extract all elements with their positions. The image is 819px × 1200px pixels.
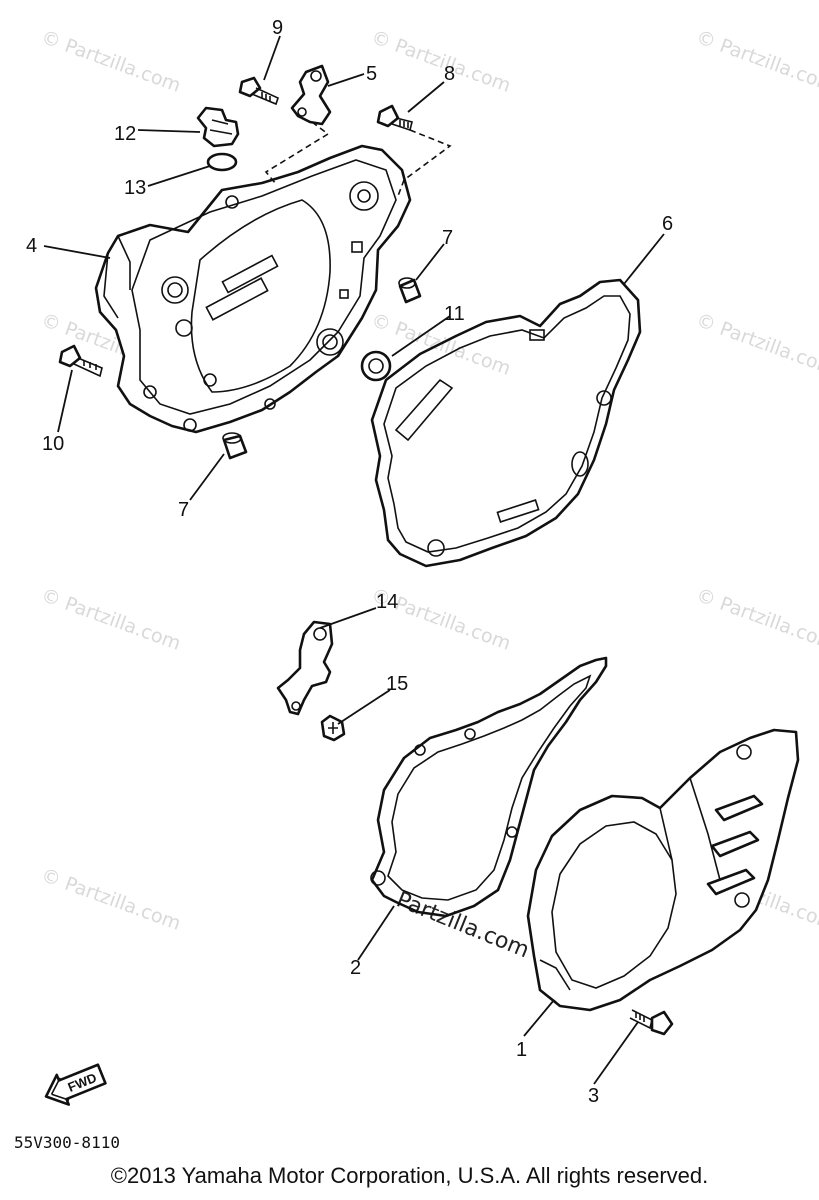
watermark: © Partzilla.com: [368, 26, 513, 97]
callout-11: 11: [444, 303, 465, 325]
part-bolt-3[interactable]: [629, 1009, 674, 1036]
watermark: © Partzilla.com: [38, 864, 183, 935]
alignment-line: [397, 129, 452, 197]
callout-8: 8: [444, 63, 455, 85]
part-bolt-10[interactable]: [58, 344, 103, 378]
part-oil-seal[interactable]: [360, 350, 392, 382]
callout-7-lower: 7: [178, 499, 189, 521]
callout-12: 12: [114, 123, 136, 145]
part-dowel-pin-upper[interactable]: [398, 277, 422, 304]
part-gasket-crankcase-cover[interactable]: [370, 278, 642, 568]
callout-9: 9: [272, 17, 283, 39]
part-gasket-crankcase-cover-1[interactable]: [370, 656, 608, 918]
part-bolt-9[interactable]: [238, 76, 279, 106]
alignment-line: [264, 121, 330, 185]
callout-1: 1: [516, 1039, 527, 1061]
callout-4: 4: [26, 235, 37, 257]
part-crankcase-cover-1[interactable]: [526, 728, 800, 1012]
copyright-notice: ©2013 Yamaha Motor Corporation, U.S.A. A…: [110, 1163, 709, 1188]
watermark: © Partzilla.com: [693, 584, 819, 655]
fwd-arrow: FWD: [44, 1063, 107, 1106]
part-screw-15[interactable]: [320, 714, 346, 742]
part-oil-filler-plug[interactable]: [196, 106, 240, 148]
part-dowel-pin-lower[interactable]: [222, 432, 248, 460]
callout-5: 5: [366, 63, 377, 85]
part-bracket-14[interactable]: [276, 620, 334, 716]
callout-10: 10: [42, 433, 64, 455]
callout-2: 2: [350, 957, 361, 979]
leader-lines: [43, 35, 665, 1085]
callout-14: 14: [376, 591, 398, 613]
callout-7-upper: 7: [442, 227, 453, 249]
callout-15: 15: [386, 673, 408, 695]
center-watermark: Partzilla.com: [393, 887, 533, 963]
callout-labels: 9 5 8 12 13 4 7 6 11 10 7 14 15 2 1 3: [26, 17, 673, 1107]
part-bracket-5[interactable]: [290, 64, 332, 126]
watermark: © Partzilla.com: [38, 26, 183, 97]
watermark: © Partzilla.com: [693, 309, 819, 380]
callout-13: 13: [124, 177, 146, 199]
part-bolt-8[interactable]: [376, 104, 413, 132]
part-crankcase-cover-right[interactable]: [94, 144, 412, 434]
watermark: © Partzilla.com: [693, 26, 819, 97]
part-o-ring[interactable]: [206, 152, 238, 172]
watermark: © Partzilla.com: [38, 584, 183, 655]
callout-6: 6: [662, 213, 673, 235]
callout-3: 3: [588, 1085, 599, 1107]
diagram-code: 55V300-8110: [14, 1133, 120, 1152]
